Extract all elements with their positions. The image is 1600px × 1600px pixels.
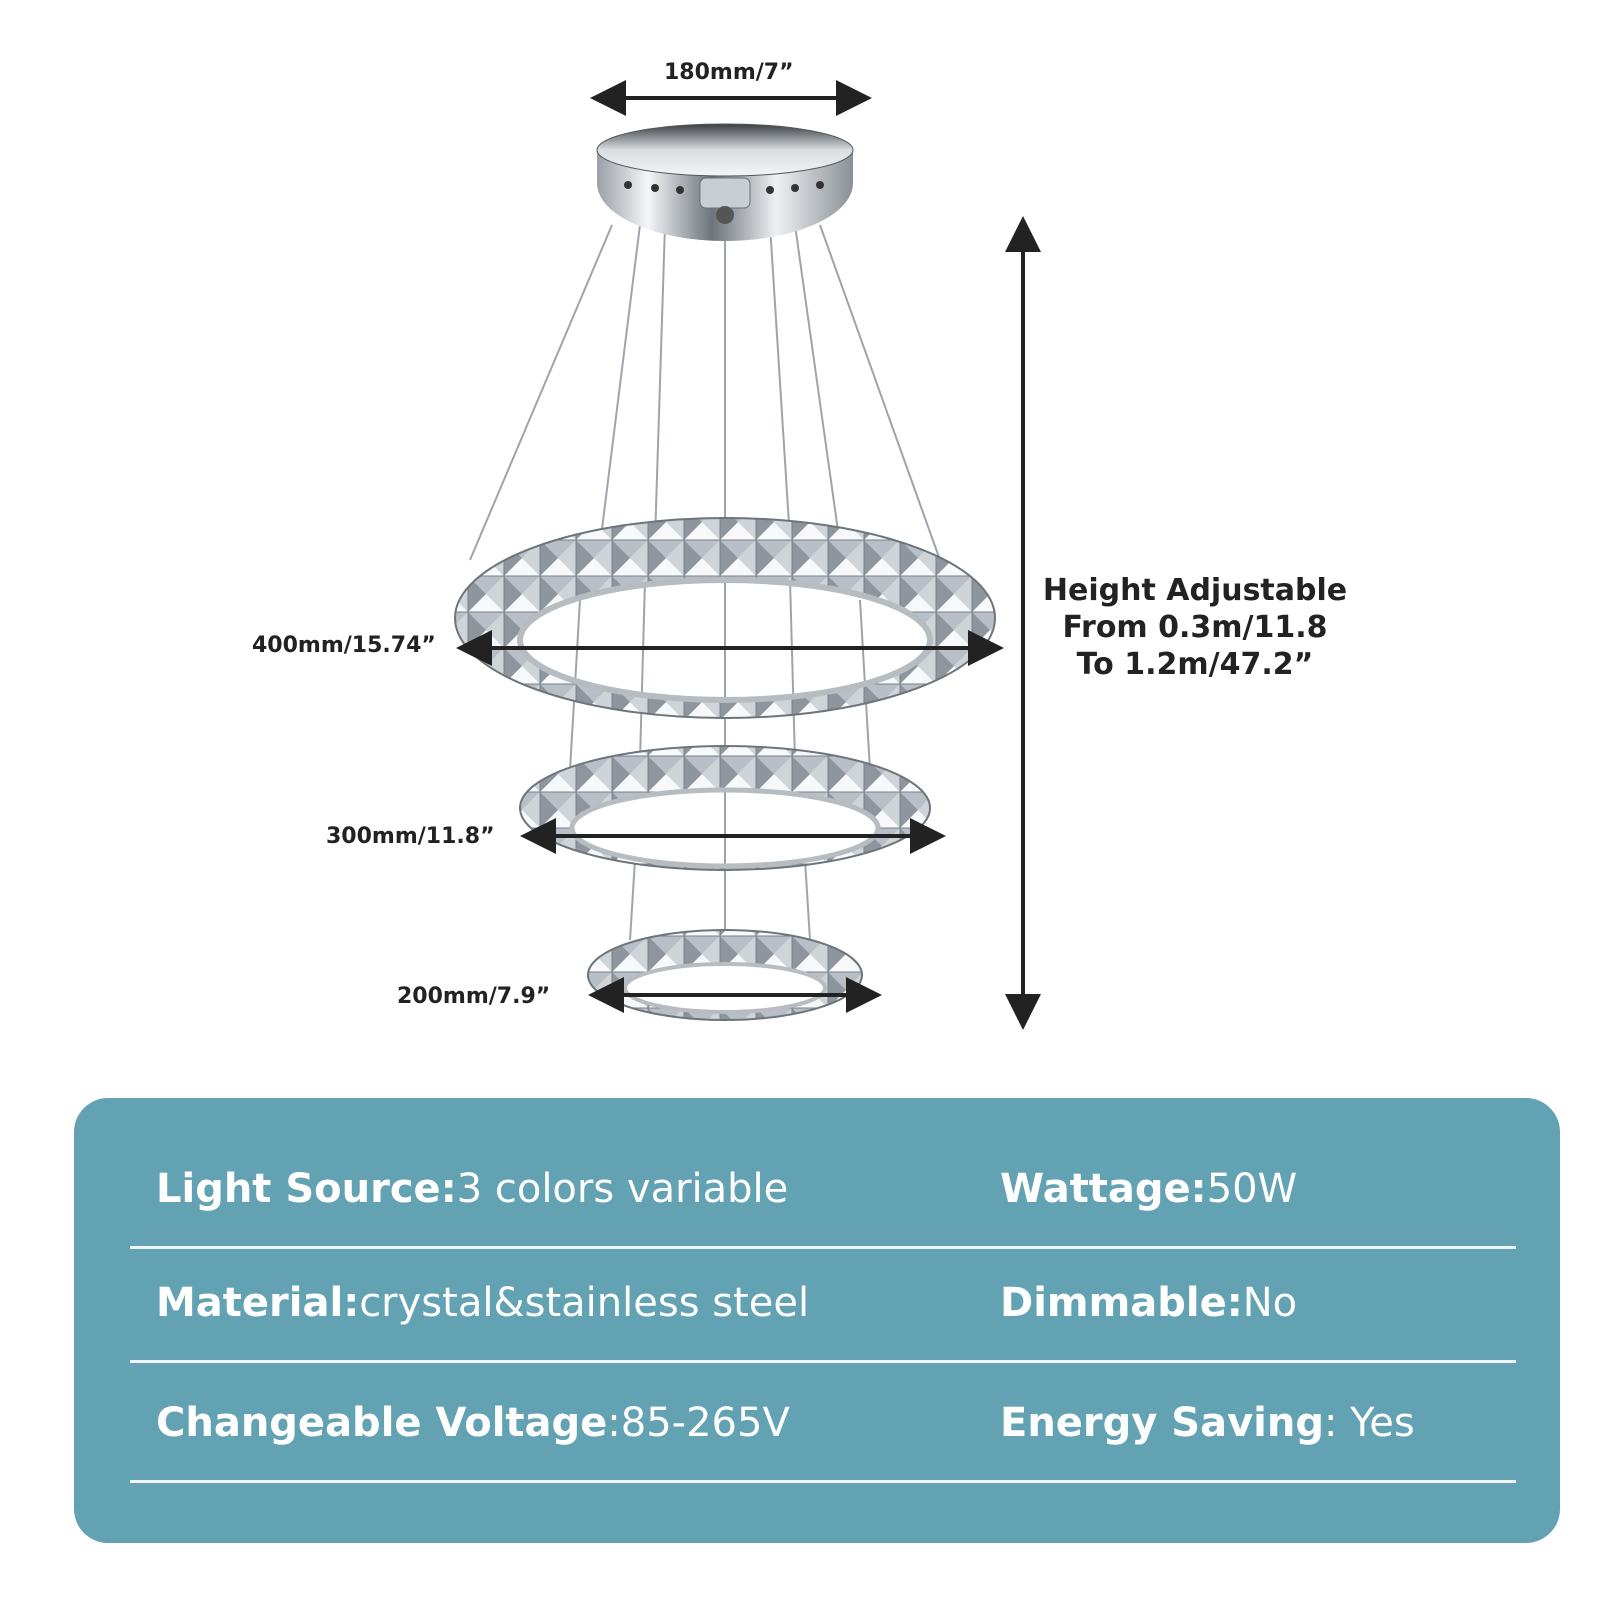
spec-label: Wattage: [1000, 1166, 1207, 1212]
ring-small [586, 929, 864, 1021]
spec-value: :85-265V [607, 1400, 790, 1446]
spec-row: Material:crystal&stainless steel Dimmabl… [130, 1242, 1516, 1363]
ring-small-width-label: 200mm/7.9” [397, 984, 551, 1009]
spec-dimmable: Dimmable:No [1000, 1280, 1297, 1326]
spec-value: : Yes [1323, 1400, 1415, 1446]
spec-material: Material:crystal&stainless steel [156, 1280, 809, 1326]
spec-value: 3 colors variable [456, 1166, 789, 1212]
height-line-2: From 0.3m/11.8 [1062, 610, 1328, 645]
spec-row: Light Source:3 colors variable Wattage:5… [130, 1128, 1516, 1249]
height-adjustable-note: Height Adjustable From 0.3m/11.8 To 1.2m… [1030, 572, 1360, 683]
ring-medium-width-label: 300mm/11.8” [326, 824, 495, 849]
spec-energy-saving: Energy Saving: Yes [1000, 1400, 1415, 1446]
ceiling-canopy [596, 123, 854, 241]
spec-wattage: Wattage:50W [1000, 1166, 1297, 1212]
spec-value: 50W [1206, 1166, 1298, 1212]
canopy-width-label: 180mm/7” [664, 60, 794, 85]
spec-label: Changeable Voltage [156, 1400, 608, 1446]
spec-value: No [1242, 1280, 1298, 1326]
spec-label: Dimmable: [1000, 1280, 1243, 1326]
spec-value: crystal&stainless steel [359, 1280, 810, 1326]
dimension-arrows [456, 80, 1041, 1030]
ring-large-width-label: 400mm/15.74” [252, 633, 436, 658]
spec-label: Energy Saving [1000, 1400, 1324, 1446]
spec-panel: Light Source:3 colors variable Wattage:5… [74, 1098, 1560, 1543]
spec-label: Light Source: [156, 1166, 457, 1212]
spec-voltage: Changeable Voltage:85-265V [156, 1400, 790, 1446]
spec-label: Material: [156, 1280, 360, 1326]
spec-row: Changeable Voltage:85-265V Energy Saving… [130, 1362, 1516, 1483]
chandelier-diagram [453, 80, 1041, 1030]
spec-light-source: Light Source:3 colors variable [156, 1166, 788, 1212]
suspension-cables [469, 224, 941, 960]
height-line-3: To 1.2m/47.2” [1076, 647, 1314, 682]
height-line-1: Height Adjustable [1042, 573, 1348, 608]
